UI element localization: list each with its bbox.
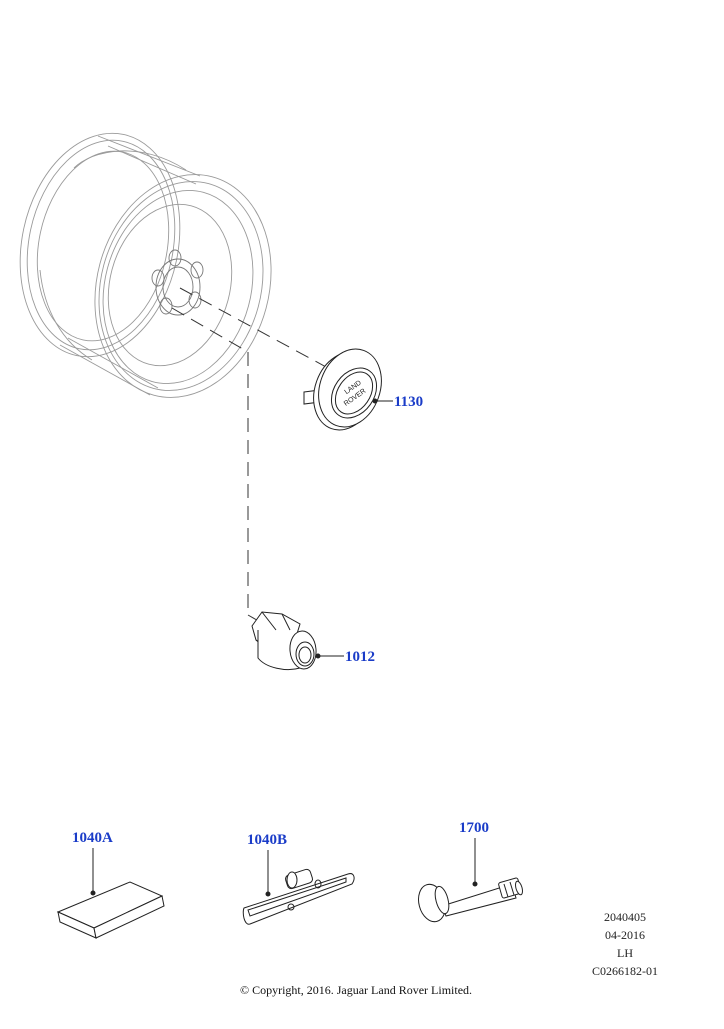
illustration-id: C0266182-01 xyxy=(592,964,658,978)
weight-1040a-leader xyxy=(90,848,96,896)
diagram-date: 04-2016 xyxy=(605,928,645,942)
callout-1040a[interactable]: 1040A xyxy=(72,830,113,846)
copyright-notice: © Copyright, 2016. Jaguar Land Rover Lim… xyxy=(239,983,473,997)
weight-1040a-illustration[interactable] xyxy=(56,881,165,939)
callout-1700[interactable]: 1700 xyxy=(459,820,489,836)
callout-1012[interactable]: 1012 xyxy=(345,649,375,665)
wheel-nut-illustration[interactable] xyxy=(251,611,318,671)
assembly-lines xyxy=(171,287,329,624)
valve-leader xyxy=(472,838,478,887)
weight-1040b-leader xyxy=(265,850,271,897)
valve-illustration[interactable] xyxy=(415,877,524,925)
diagram-side: LH xyxy=(617,946,633,960)
weight-1040b-illustration[interactable] xyxy=(242,868,355,925)
callout-1130[interactable]: 1130 xyxy=(394,394,424,410)
diagram-code: 2040405 xyxy=(604,910,646,924)
wheel-illustration[interactable] xyxy=(0,118,295,417)
hub-cap-illustration[interactable]: LAND ROVER xyxy=(303,340,392,439)
hub-cap-leader xyxy=(372,398,393,404)
callout-1040b[interactable]: 1040B xyxy=(247,832,288,848)
wheel-nut-leader xyxy=(315,653,344,659)
